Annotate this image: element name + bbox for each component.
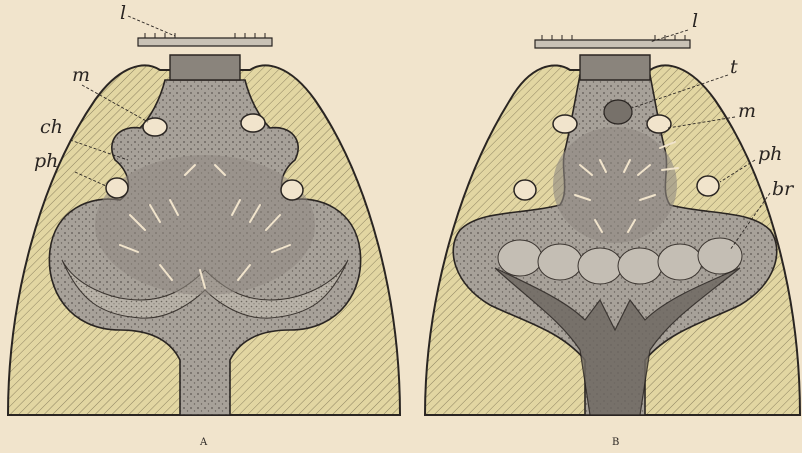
canal-m-left-a bbox=[143, 118, 167, 136]
label-ch-a: ch bbox=[40, 118, 63, 137]
label-m-a: m bbox=[72, 66, 90, 85]
label-l-a: l bbox=[120, 4, 126, 23]
figure-a bbox=[8, 16, 400, 415]
canal-m-right-b bbox=[647, 115, 671, 133]
lip-b bbox=[535, 40, 690, 48]
canal-m-left-b bbox=[553, 115, 577, 133]
caption-b: B bbox=[612, 437, 620, 448]
label-br-b: br bbox=[772, 180, 793, 199]
lip-a bbox=[138, 38, 272, 46]
neck-a bbox=[170, 55, 240, 80]
tentacle-mass-b bbox=[553, 127, 677, 243]
caption-a: A bbox=[200, 437, 208, 448]
label-m-b: m bbox=[738, 102, 756, 121]
canal-m-right-a bbox=[241, 114, 265, 132]
label-ph-b: ph bbox=[758, 145, 782, 164]
label-l-b: l bbox=[692, 12, 698, 31]
label-t-b: t bbox=[730, 58, 738, 77]
canal-ph-right-b bbox=[697, 176, 719, 196]
figure-b bbox=[425, 30, 800, 415]
tooth-t-b bbox=[604, 100, 632, 124]
canal-ph-left-b bbox=[514, 180, 536, 200]
canal-ph-left-a bbox=[106, 178, 128, 198]
tentacle-mass-a bbox=[95, 155, 315, 295]
canal-ph-right-a bbox=[281, 180, 303, 200]
neck-b bbox=[580, 55, 650, 80]
label-ph-a: ph bbox=[34, 152, 58, 171]
